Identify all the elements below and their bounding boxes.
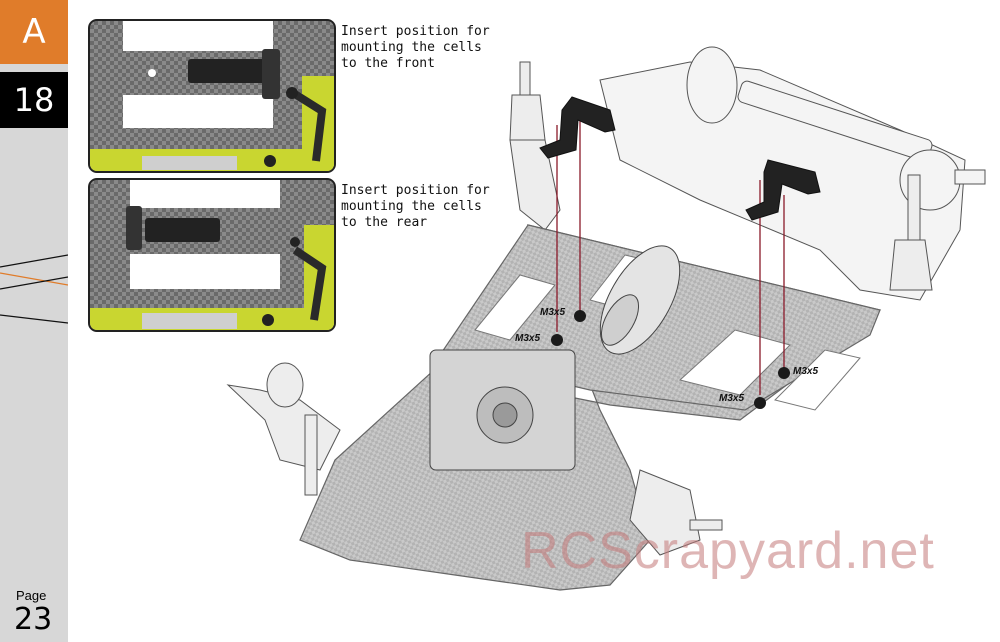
rear-shock-towers (509, 61, 933, 291)
sidebar: A 18 Page 23 (0, 0, 68, 642)
screw-label-2: M3x5 (515, 333, 540, 344)
watermark: RCScrapyard.net (521, 522, 935, 580)
detail-caption-rear: Insert position for mounting the cells t… (341, 183, 490, 230)
section-tab: A (0, 0, 68, 64)
page-label: Page (16, 588, 47, 603)
chassis-assembly-illustration: M3x5 M3x5 M3x5 M3x5 (226, 46, 986, 591)
screw-label-3: M3x5 (793, 366, 818, 377)
detail-caption-front: Insert position for mounting the cells t… (341, 24, 490, 71)
battery-insert-rear (745, 159, 821, 221)
detail-photo-front (88, 19, 336, 173)
front-suspension (226, 362, 723, 556)
page-number: 23 (14, 602, 53, 637)
battery-insert-front (539, 96, 616, 159)
decorative-lines (0, 254, 68, 324)
detail-photo-rear (88, 178, 336, 332)
screw-label-1: M3x5 (540, 307, 565, 318)
center-assembly (429, 245, 681, 471)
screw-label-4: M3x5 (719, 393, 744, 404)
screw-icons (551, 310, 790, 409)
step-number: 18 (0, 72, 68, 128)
